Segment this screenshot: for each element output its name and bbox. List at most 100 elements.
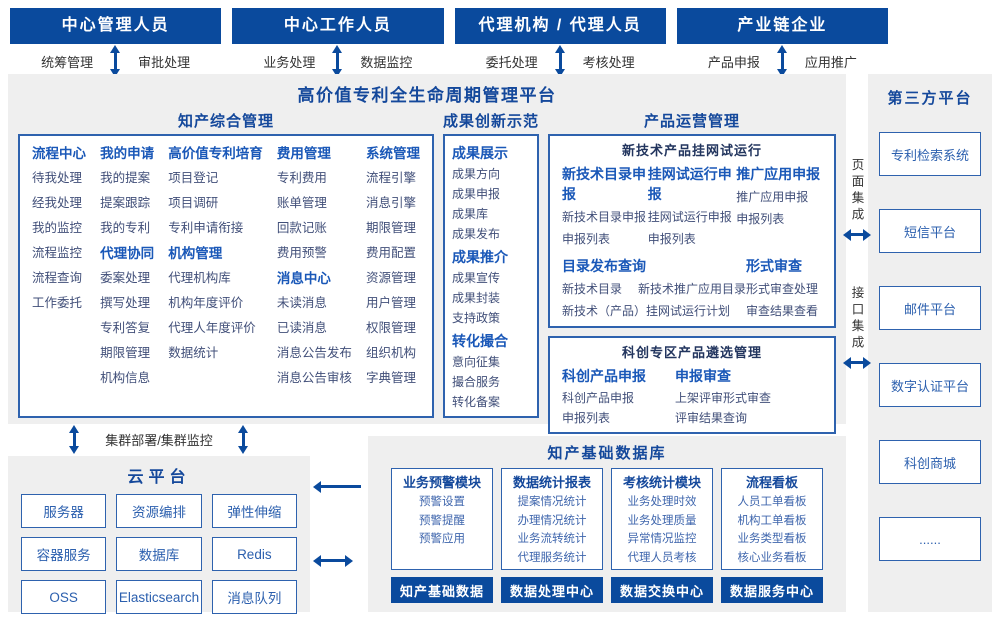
module-item: 撮合服务 [452,375,501,389]
module-item: 代理人员考核 [627,551,697,564]
group-header: 科创产品申报 [562,368,646,384]
sci-select-groups: 科创产品申报科创产品申报申报列表申报审查上架评审形式审查评审结果查询 [562,364,822,428]
role-right-label: 数据监控 [360,54,413,70]
role-title: 中心管理人员 [10,8,222,44]
cloud-service-box: 弹性伸缩 [211,494,297,528]
updown-arrow-icon [776,45,787,77]
cloud-service-box: 资源编排 [116,494,202,528]
module-column: 系统管理流程引擎消息引擎期限管理费用配置资源管理用户管理权限管理组织机构字典管理 [366,141,420,411]
module-item: 我的监控 [32,221,83,235]
module-item: 费用预警 [276,246,327,260]
module-item: 字典管理 [365,371,416,385]
db-module-box: 考核统计模块业务处理时效业务处理质量异常情况监控代理人员考核 [611,468,713,570]
db-module-box: 业务预警模块预警设置预警提醒预警应用 [391,468,493,570]
module-item: 项目登记 [168,171,219,185]
module-item: 流程监控 [32,246,83,260]
module-item: 申报列表 [736,212,785,226]
role-subrow: 委托处理 考核处理 [455,44,666,78]
role-group: 中心管理人员统筹管理审批处理 [10,8,222,78]
module-item: 业务处理时效 [627,496,697,508]
double-arrow-icon [843,228,871,241]
group-header: 目录发布查询 [562,258,646,274]
cloud-title: 云平台 [127,469,191,486]
role-title: 产业链企业 [676,8,888,44]
module-item: 成果发布 [452,227,501,241]
module-column: 流程中心待我处理经我处理我的监控流程监控流程查询工作委托 [32,141,86,411]
role-left-label: 委托处理 [485,54,538,70]
module-item: 经我处理 [32,196,83,210]
module-column: 我的申请我的提案提案跟踪我的专利代理协同委案处理撰写处理专利答复期限管理机构信息 [100,141,154,411]
module-item: 评审结果查询 [675,411,748,425]
module-item: 异常情况监控 [627,533,697,545]
cloud-service-box: OSS [21,580,107,614]
select-group: 申报审查上架评审形式审查评审结果查询 [675,364,822,428]
group-header: 形式审查 [746,258,803,274]
module-item: 消息引擎 [365,196,416,210]
module-item: 代理服务统计 [517,551,587,564]
module-item: 意向征集 [452,355,501,369]
sci-select-title: 科创专区产品遴选管理 [621,345,762,360]
ip-management-box: 流程中心待我处理经我处理我的监控流程监控流程查询工作委托我的申请我的提案提案跟踪… [18,134,434,418]
section-title: 产品运营管理 [643,113,740,130]
module-item: 成果申报 [452,187,501,201]
group-header: 消息中心 [276,271,331,286]
section-ip-management: 知产综合管理 流程中心待我处理经我处理我的监控流程监控流程查询工作委托我的申请我… [18,110,434,434]
module-column: 高价值专利培育项目登记项目调研专利申请衔接机构管理代理机构库机构年度评价代理人年… [168,141,263,411]
api-integration: 接口集成 [843,286,871,369]
db-modules: 业务预警模块预警设置预警提醒预警应用数据统计报表提案情况统计办理情况统计业务流转… [391,468,823,570]
module-item: 业务流转统计 [517,533,587,545]
catalog-line: 新技术目录 新技术推广应用目录 [562,278,746,300]
role-right-label: 考核处理 [582,54,635,70]
module-item: 代理机构库 [168,271,231,285]
module-item: 已读消息 [276,321,327,335]
module-item: 办理情况统计 [517,514,587,527]
role-left-label: 业务处理 [263,54,316,70]
module-item: 新技术目录 [562,282,623,296]
cloud-service-box: Elasticsearch [116,580,202,614]
group-header: 申报审查 [675,368,732,384]
section-title: 成果创新示范 [443,113,540,130]
third-party-box: 邮件平台 [879,286,981,330]
module-item: 期限管理 [365,221,416,235]
data-center-box: 知产基础数据 [391,577,493,603]
module-item: 资源管理 [365,271,416,285]
module-item: 流程查询 [32,271,83,285]
third-party-list: 专利检索系统短信平台邮件平台数字认证平台科创商城...... [868,132,992,561]
cloud-service-box: 消息队列 [211,580,297,614]
module-item: 成果宣传 [452,271,501,285]
top-roles: 中心管理人员统筹管理审批处理中心工作人员业务处理数据监控代理机构 / 代理人员委… [10,8,888,78]
platform-sections: 知产综合管理 流程中心待我处理经我处理我的监控流程监控流程查询工作委托我的申请我… [8,106,846,434]
group-header: 系统管理 [365,146,420,161]
module-item: 申报列表 [647,232,696,246]
role-left-label: 统筹管理 [41,54,94,70]
module-item: 机构工单看板 [737,514,807,527]
module-item: 新技术推广应用目录 [638,282,747,296]
formal-review-group: 形式审查 形式审查处理 审查结果查看 [746,254,822,322]
updown-arrow-icon [237,424,248,454]
role-group: 产业链企业产品申报应用推广 [676,8,888,78]
trial-run-title: 新技术产品挂网试运行 [621,143,762,158]
cloud-service-box: 服务器 [21,494,107,528]
module-item: 预警设置 [419,496,465,508]
cloud-service-box: Redis [211,537,297,571]
role-title: 代理机构 / 代理人员 [454,8,666,44]
group-header: 费用管理 [276,146,331,161]
data-center-box: 数据处理中心 [501,577,603,603]
platform-title: 高价值专利全生命周期管理平台 [297,86,557,105]
module-item: 预警提醒 [419,514,465,527]
module-item: 用户管理 [365,296,416,310]
page-integration: 页面集成 [843,158,871,241]
module-item: 科创产品申报 [562,391,635,405]
group-header: 我的申请 [100,146,155,161]
section-achievement: 成果创新示范 成果展示成果方向成果申报成果库成果发布成果推介成果宣传成果封装支持… [443,110,539,434]
role-group: 代理机构 / 代理人员委托处理 考核处理 [454,8,666,78]
module-item: 期限管理 [100,346,151,360]
module-item: 项目调研 [168,196,219,210]
cloud-service-box: 容器服务 [21,537,107,571]
module-item: 委案处理 [100,271,151,285]
trial-run-groups: 新技术目录申报新技术目录申报申报列表挂网试运行申报挂网试运行申报申报列表推广应用… [562,162,822,250]
double-arrow-icon [843,356,871,369]
cloud-service-box: 数据库 [116,537,202,571]
declare-group: 推广应用申报推广应用申报申报列表 [736,162,822,250]
